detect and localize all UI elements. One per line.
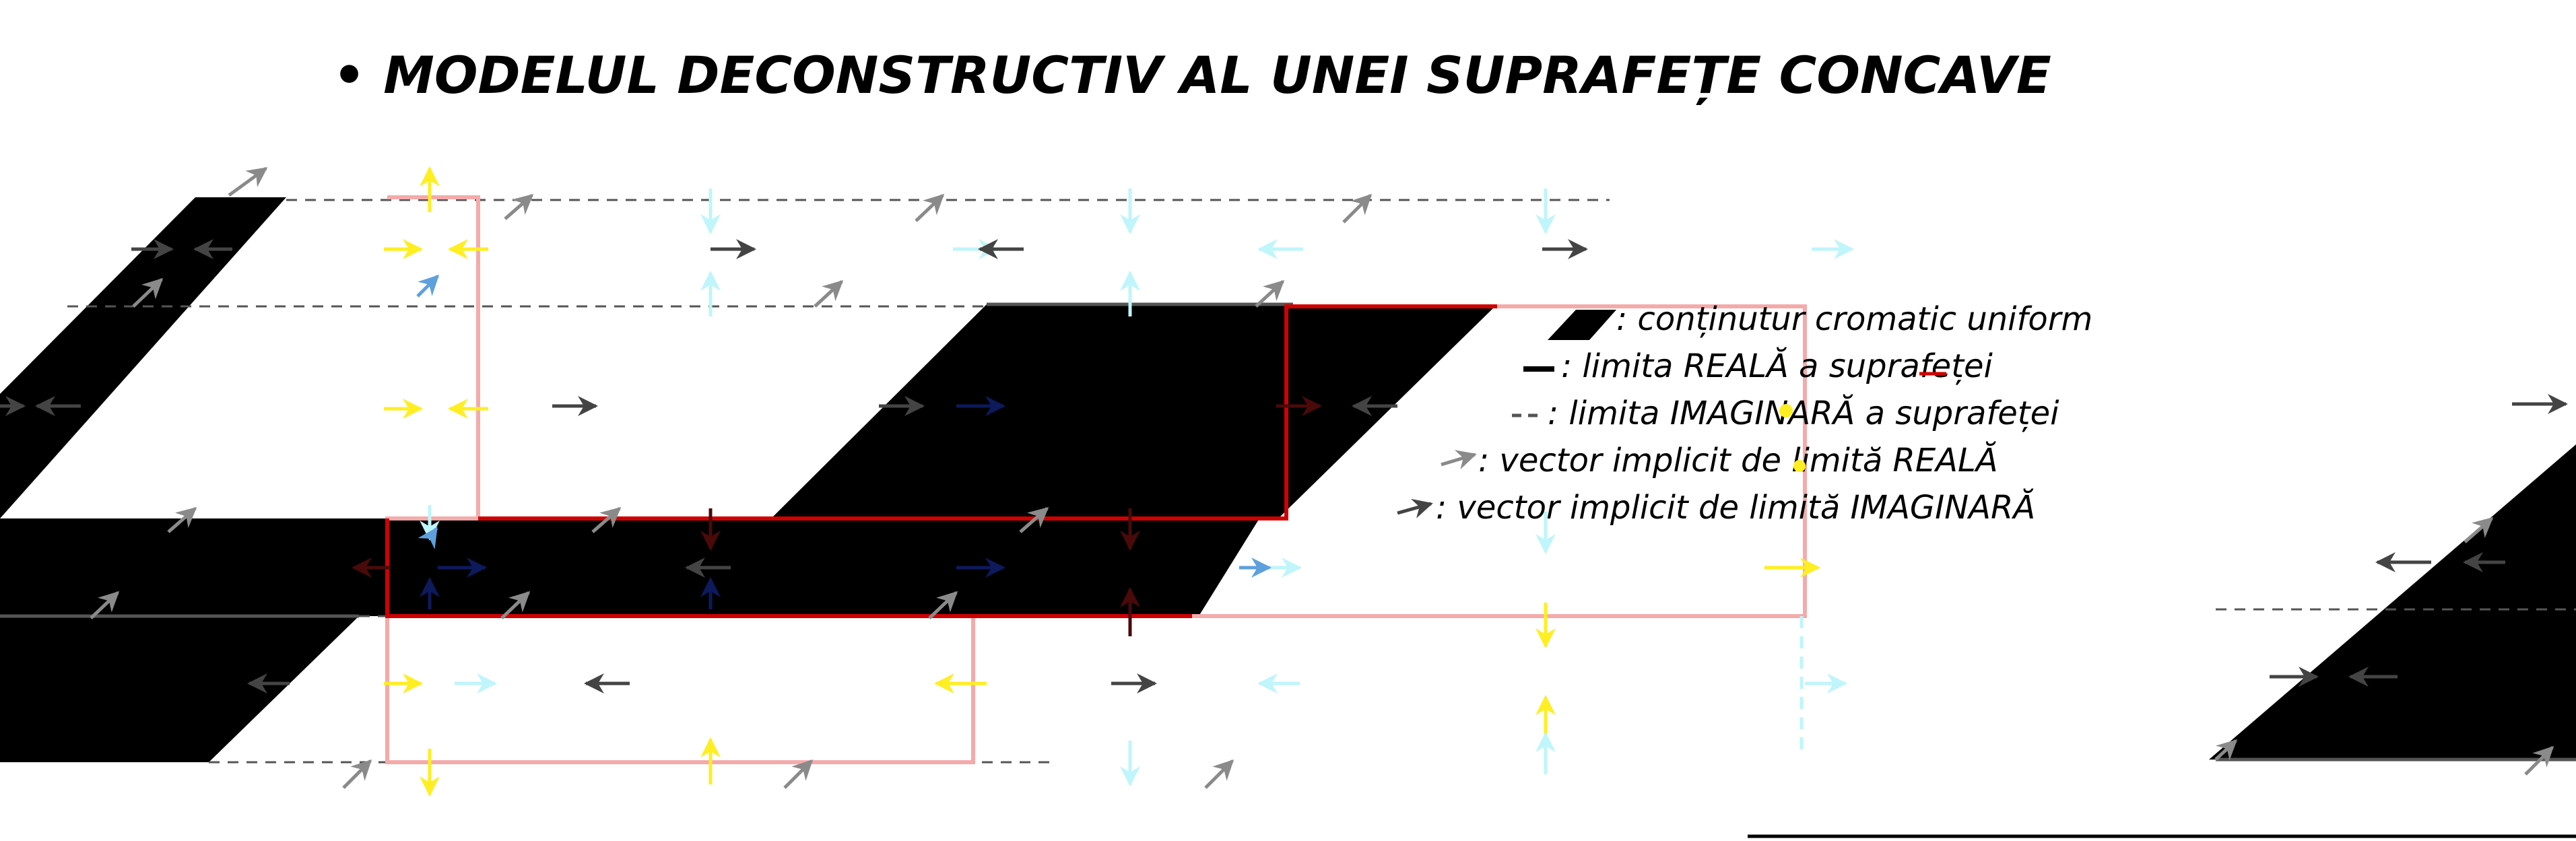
real-vector-arrow [928, 591, 958, 619]
real-vector-arrow [1255, 279, 1285, 308]
legend-label-imaginary-limit: : limita IMAGINARĂ a suprafeței [1548, 394, 2059, 432]
real-vector-arrow [1342, 193, 1373, 224]
legend-label-real-limit: : limita REALĂ a suprafeței [1561, 347, 1993, 385]
boundary-vectors [0, 166, 2568, 797]
legend-accent-yellow-2 [1793, 460, 1806, 472]
real-vector-arrow [500, 591, 531, 619]
real-vector-arrow [132, 277, 164, 308]
real-vector-arrow [167, 507, 197, 533]
diagram-title: • MODELUL DECONSTRUCTIV AL UNEI SUPRAFEȚ… [333, 45, 2051, 105]
real-vector-arrow [814, 279, 844, 308]
blue-vector-arrow [416, 274, 440, 298]
legend: : conținutur cromatic uniform : limita R… [1397, 300, 2092, 527]
real-vector-arrow [2464, 517, 2494, 543]
legend-label-imaginary-vector: : vector implicit de limită IMAGINARĂ [1436, 488, 2035, 527]
real-vector-arrow [2524, 745, 2554, 776]
legend-label-fill: : conținutur cromatic uniform [1616, 300, 2092, 338]
legend-imaginary-vector-swatch [1397, 498, 1433, 518]
surface-legend-swatch [1548, 310, 1616, 340]
real-vector-arrow [591, 507, 622, 533]
surface-left-strip [0, 197, 286, 518]
real-limit-outline [478, 304, 1497, 520]
real-vector-arrow [1204, 759, 1234, 789]
real-vector-arrow [228, 166, 268, 197]
real-vector-arrow [1019, 507, 1049, 533]
surface-bottom-left [0, 616, 359, 762]
imaginary-limit-outline [385, 195, 1807, 764]
real-vector-arrow [915, 193, 945, 222]
real-vector-arrow [783, 759, 814, 789]
surface-right-strip [2209, 444, 2576, 760]
legend-label-real-vector: : vector implicit de limită REALĂ [1478, 441, 1998, 479]
legend-real-vector-swatch [1441, 450, 1477, 470]
real-vector-arrow [342, 759, 372, 789]
surface-central-block [769, 304, 1497, 520]
surface-middle-band [0, 518, 1259, 616]
real-vector-arrow [2214, 739, 2238, 761]
real-vector-arrow [504, 194, 534, 220]
blue-vector-arrow [418, 527, 438, 549]
legend-accent-yellow [1779, 404, 1793, 417]
real-vector-arrow [90, 591, 120, 619]
